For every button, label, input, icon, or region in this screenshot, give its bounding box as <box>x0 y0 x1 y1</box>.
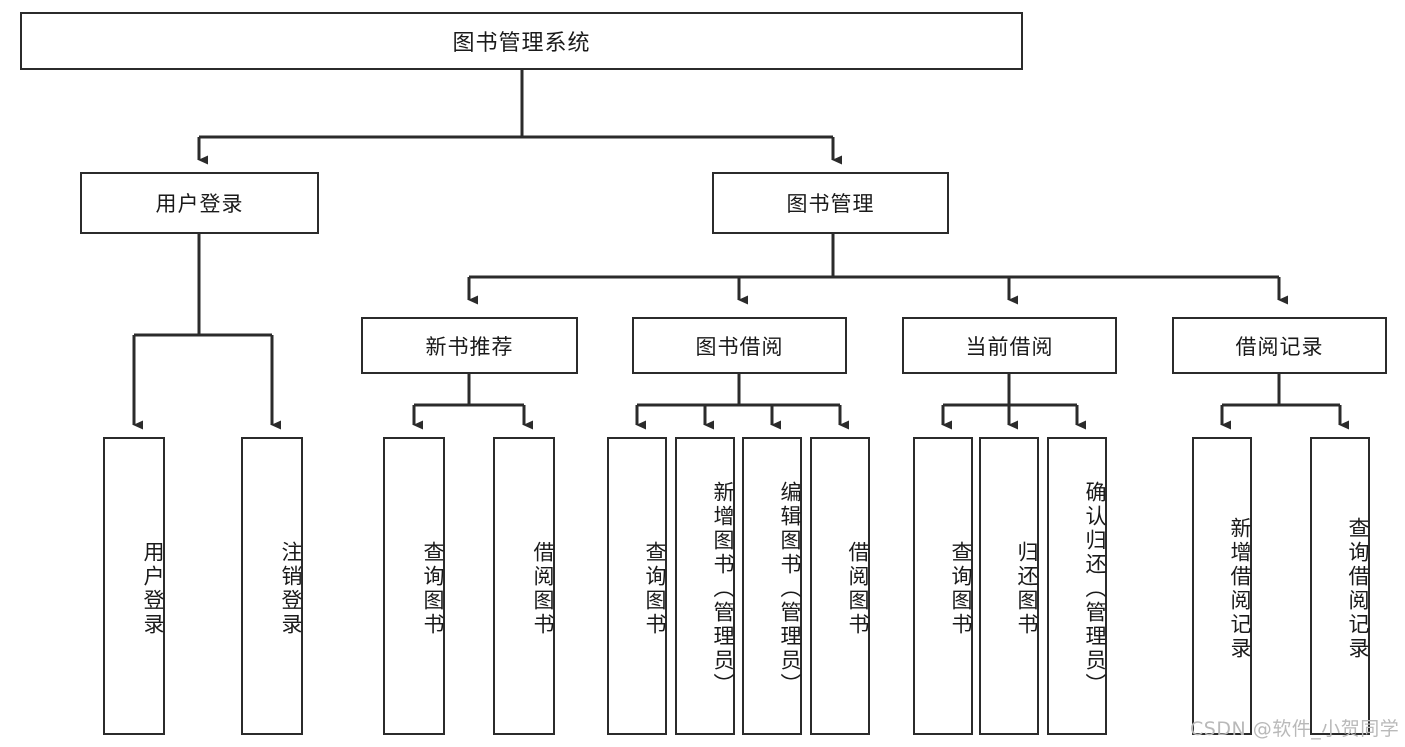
node-label: 确认归还（管理员） <box>1083 481 1107 697</box>
leaf-borrow-book-borrow[interactable]: 借阅图书 <box>810 437 870 735</box>
node-label: 图书管理系统 <box>452 31 591 56</box>
node-label: 查询图书 <box>643 541 667 637</box>
leaf-logout-login[interactable]: 注销登录 <box>241 437 303 735</box>
leaf-return-book[interactable]: 归还图书 <box>979 437 1039 735</box>
node-label: 编辑图书（管理员） <box>778 481 802 697</box>
leaf-user-login[interactable]: 用户登录 <box>103 437 165 735</box>
node-label: 查询图书 <box>421 541 445 637</box>
node-label: 借阅图书 <box>531 541 555 637</box>
leaf-add-book-admin[interactable]: 新增图书（管理员） <box>675 437 735 735</box>
node-label: 借阅记录 <box>1235 334 1324 359</box>
node-new-book-recommend[interactable]: 新书推荐 <box>361 317 578 374</box>
node-label: 用户登录 <box>141 541 165 637</box>
node-label: 借阅图书 <box>846 541 870 637</box>
node-label: 新增借阅记录 <box>1228 517 1252 661</box>
leaf-query-borrow-record[interactable]: 查询借阅记录 <box>1310 437 1370 735</box>
node-user-login[interactable]: 用户登录 <box>80 172 319 234</box>
node-label: 用户登录 <box>155 192 244 216</box>
node-label: 新书推荐 <box>425 334 514 359</box>
node-label: 查询借阅记录 <box>1346 517 1370 661</box>
node-label: 图书借阅 <box>695 334 784 359</box>
leaf-query-book-current[interactable]: 查询图书 <box>913 437 973 735</box>
leaf-add-borrow-record[interactable]: 新增借阅记录 <box>1192 437 1252 735</box>
node-borrow-record[interactable]: 借阅记录 <box>1172 317 1387 374</box>
node-label: 查询图书 <box>949 541 973 637</box>
node-label: 注销登录 <box>279 541 303 637</box>
node-current-borrow[interactable]: 当前借阅 <box>902 317 1117 374</box>
leaf-query-book-borrow[interactable]: 查询图书 <box>607 437 667 735</box>
node-root-system[interactable]: 图书管理系统 <box>20 12 1023 70</box>
node-label: 图书管理 <box>786 192 875 216</box>
leaf-confirm-return-admin[interactable]: 确认归还（管理员） <box>1047 437 1107 735</box>
node-label: 归还图书 <box>1015 541 1039 637</box>
node-book-manage[interactable]: 图书管理 <box>712 172 949 234</box>
leaf-edit-book-admin[interactable]: 编辑图书（管理员） <box>742 437 802 735</box>
leaf-borrow-book-recommend[interactable]: 借阅图书 <box>493 437 555 735</box>
leaf-query-book-recommend[interactable]: 查询图书 <box>383 437 445 735</box>
node-label: 新增图书（管理员） <box>711 481 735 697</box>
node-book-borrow[interactable]: 图书借阅 <box>632 317 847 374</box>
csdn-watermark: CSDN @软件_小贺同学 <box>1190 718 1400 740</box>
node-label: 当前借阅 <box>965 334 1054 359</box>
